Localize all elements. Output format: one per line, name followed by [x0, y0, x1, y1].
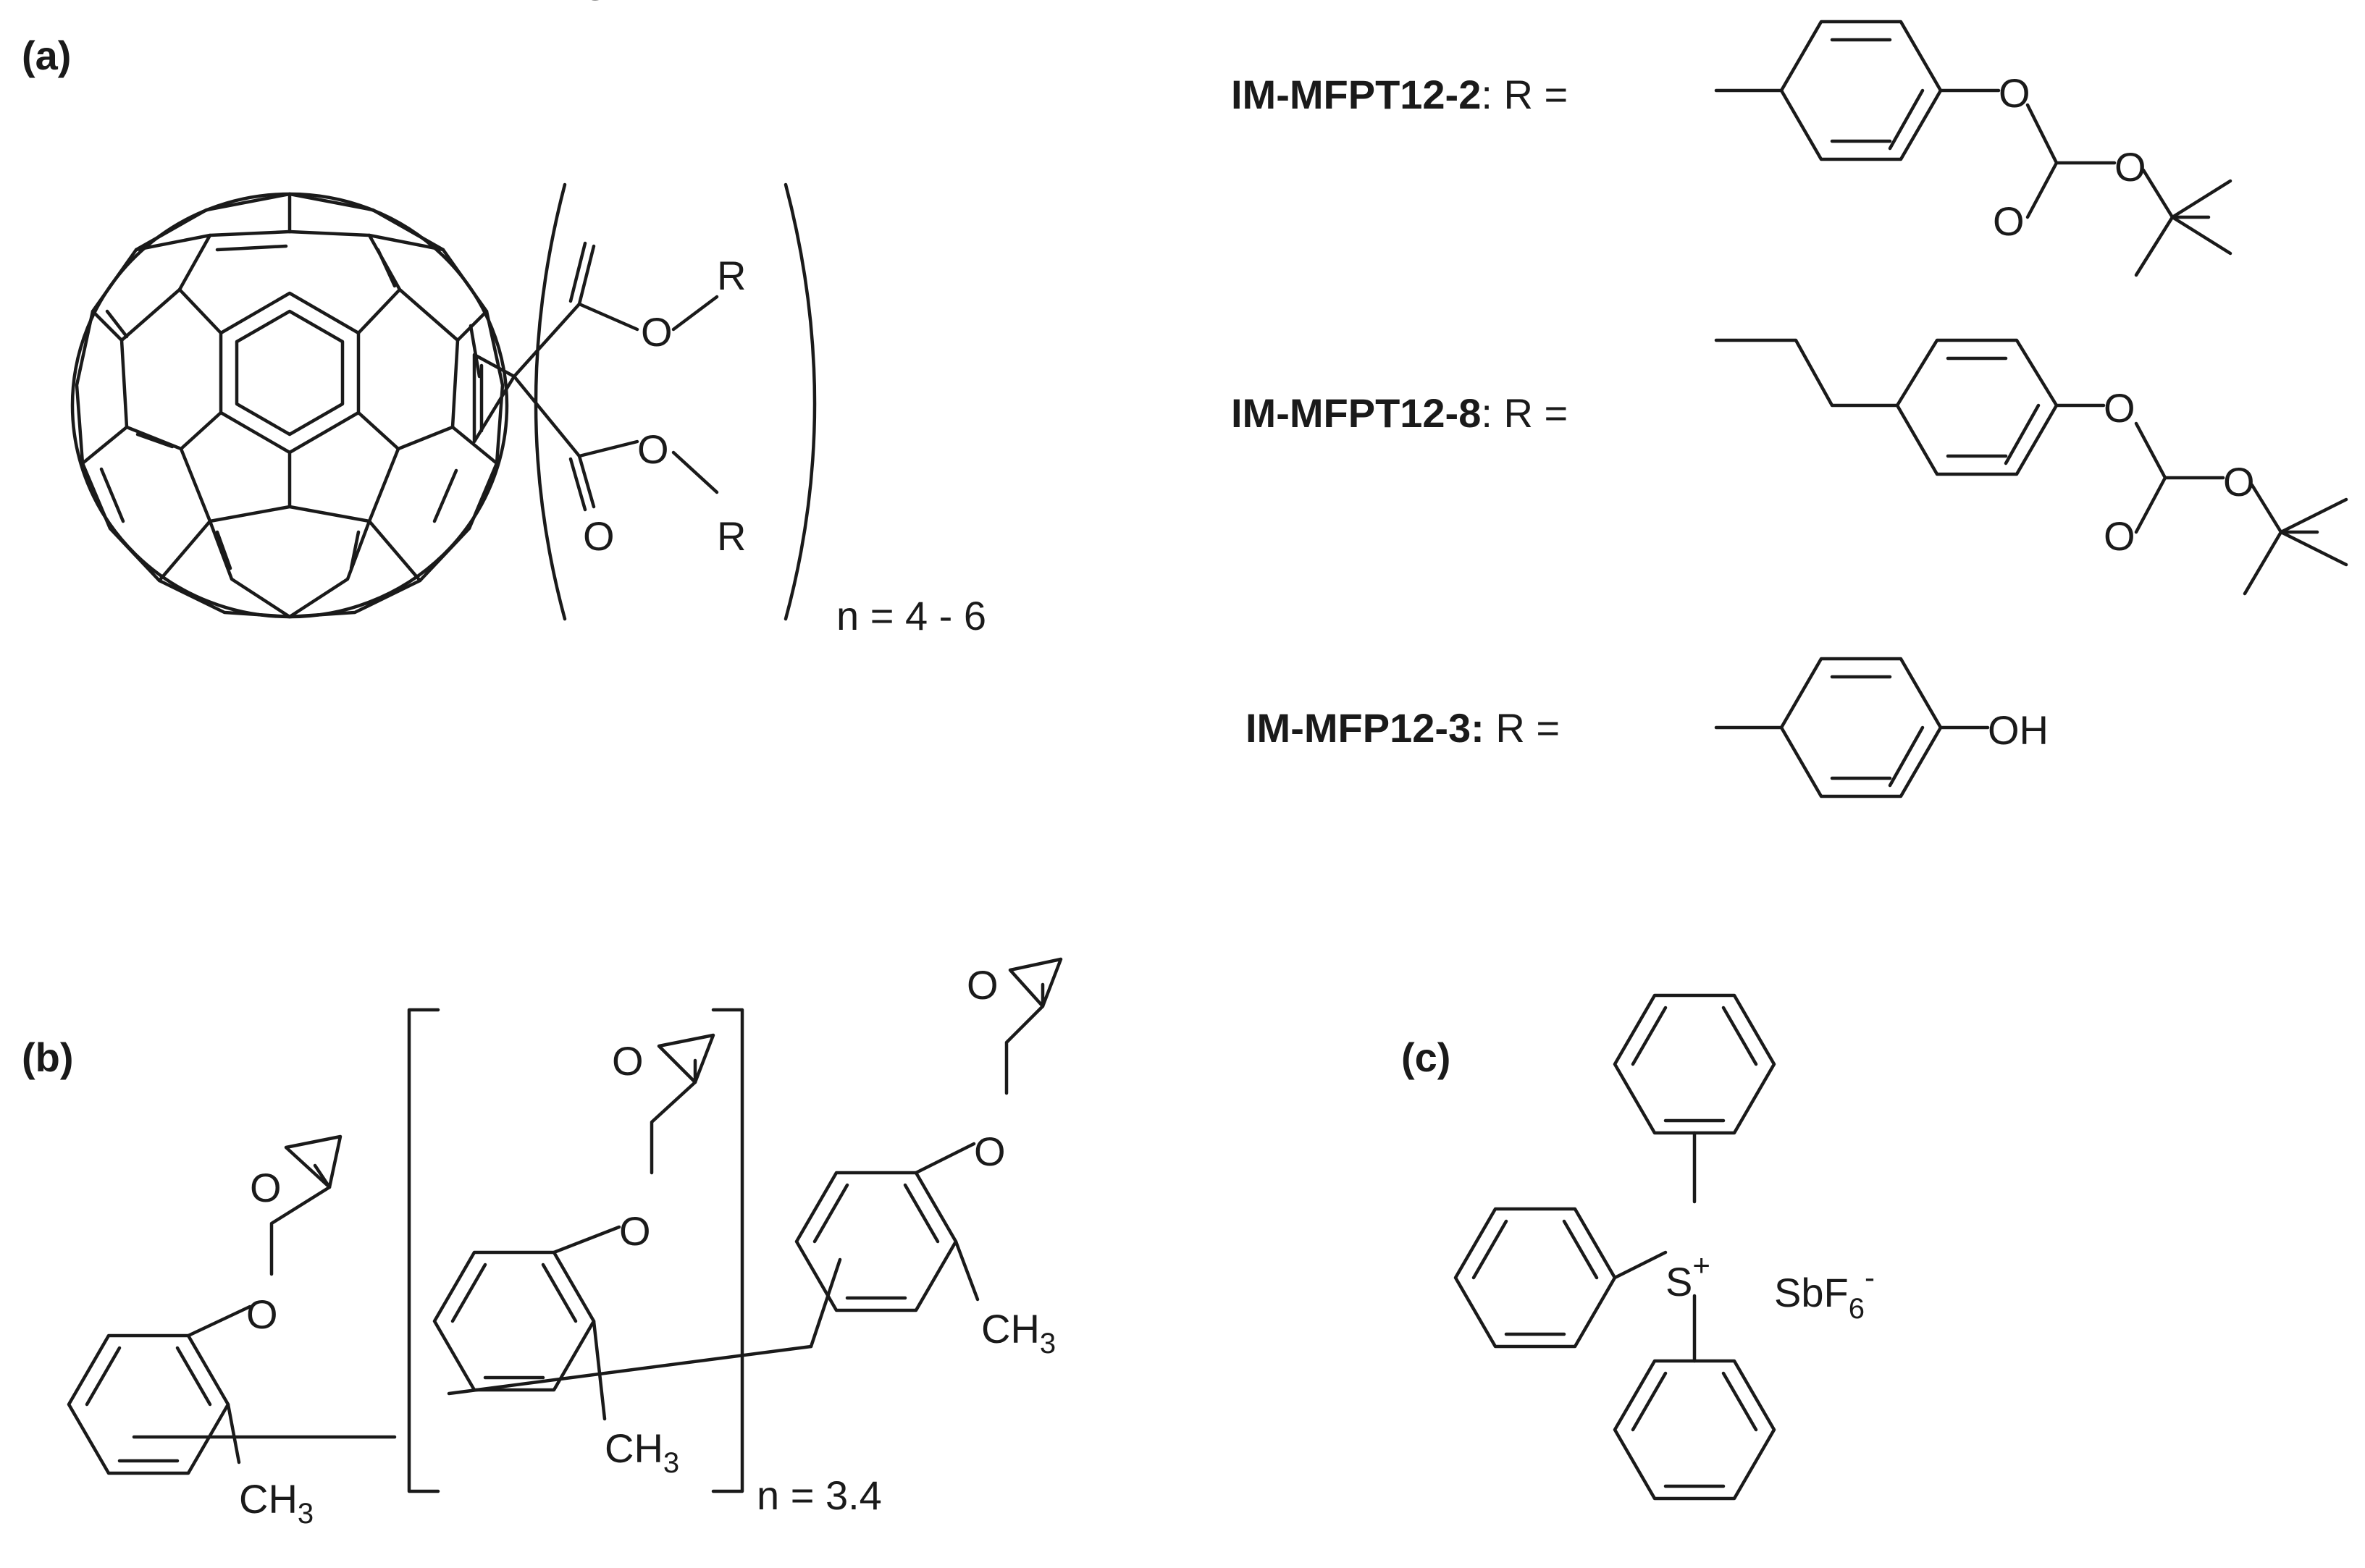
panel-a-label: (a) [22, 33, 71, 78]
fullerene-double-bonds [99, 244, 482, 570]
malonate-ester-bottom [512, 374, 719, 512]
compound-r-label: R = [1484, 705, 1560, 751]
novolac-unit-middle [432, 1033, 813, 1421]
hexafluoroantimonate-subscript: 6 [1849, 1293, 1865, 1325]
fullerene-inner-hexagon [219, 291, 361, 455]
left-methyl-subscript: 3 [298, 1498, 314, 1530]
compound-1-carbonyl-oxygen: O [1993, 198, 2025, 244]
triphenylsulfonium-cation [1453, 993, 1776, 1501]
middle-methyl-subscript: 3 [663, 1447, 679, 1479]
compound-3-structure [1714, 657, 1990, 798]
ester-bottom-carbonyl-oxygen: O [583, 513, 615, 559]
right-methyl-subscript: 3 [1040, 1328, 1056, 1360]
compound-1-structure [1714, 20, 2232, 277]
compound-2-ester-oxygen: O [2223, 459, 2255, 505]
compound-r-label: : R = [1481, 390, 1568, 436]
svg-text:IM-MFPT12-8: R =: IM-MFPT12-8: R = [1231, 390, 1568, 436]
panel-b-label: (b) [22, 1034, 74, 1080]
repeat-count-a: n = 4 - 6 [836, 593, 986, 638]
compound-2-ether-oxygen: O [2104, 385, 2135, 431]
svg-text:S+: S+ [1665, 1248, 1710, 1304]
ester-top-ether-oxygen: O [641, 309, 673, 355]
panel-a: (a) [22, 0, 2348, 798]
ester-bottom-ether-oxygen: O [637, 426, 669, 472]
left-methyl: CH [239, 1476, 298, 1522]
compound-name: IM-MFPT12-2 [1231, 72, 1481, 117]
compound-r-label: : R = [1481, 72, 1568, 117]
compound-2-carbonyl-oxygen: O [2104, 513, 2135, 559]
repeat-count-b: n = 3.4 [757, 1472, 882, 1518]
malonate-ester-top [512, 241, 719, 379]
hexafluoroantimonate-charge: - [1865, 1260, 1875, 1294]
middle-methyl: CH [605, 1425, 663, 1471]
svg-text:SbF6-: SbF6- [1774, 1260, 1875, 1325]
svg-text:IM-MFPT12-2: R =: IM-MFPT12-2: R = [1231, 72, 1568, 117]
svg-text:IM-MFP12-3: R =: IM-MFP12-3: R = [1245, 705, 1560, 751]
ester-top-r-group: R [717, 253, 746, 298]
fullerene-c60 [70, 192, 509, 619]
novolac-unit-right [794, 957, 1063, 1349]
svg-text:CH3: CH3 [981, 1306, 1056, 1360]
fullerene-outer-ring [75, 192, 505, 619]
svg-text:CH3: CH3 [605, 1425, 679, 1479]
svg-text:CH3: CH3 [239, 1476, 314, 1530]
compound-im-mfpt12-8: IM-MFPT12-8: R = O O O [1231, 338, 2348, 596]
right-ether-oxygen: O [974, 1129, 1006, 1174]
sulfonium-symbol: S [1665, 1259, 1692, 1304]
panel-c: (c) S+ SbF6- [1401, 993, 1875, 1501]
middle-ether-oxygen: O [619, 1208, 651, 1254]
middle-epoxide-oxygen: O [612, 1038, 644, 1084]
ester-top-carbonyl-oxygen: O [579, 0, 611, 9]
left-epoxide-oxygen: O [250, 1165, 282, 1210]
right-epoxide-oxygen: O [967, 962, 999, 1008]
ester-bottom-r-group: R [717, 513, 746, 559]
sulfonium-charge: + [1692, 1248, 1710, 1282]
novolac-unit-left [67, 1134, 397, 1475]
hexafluoroantimonate-symbol: SbF [1774, 1270, 1849, 1315]
repeat-brackets-b [407, 1008, 744, 1493]
compound-2-structure [1714, 338, 2348, 596]
compound-im-mfpt12-2: IM-MFPT12-2: R = O O O [1231, 20, 2232, 277]
compound-1-ester-oxygen: O [2114, 144, 2146, 190]
cyclopropane-bridge [472, 353, 516, 444]
compound-name: IM-MFPT12-8 [1231, 390, 1481, 436]
right-methyl: CH [981, 1306, 1040, 1352]
panel-c-label: (c) [1401, 1034, 1450, 1080]
compound-name: IM-MFP12-3: [1245, 705, 1484, 751]
compound-im-mfp12-3: IM-MFP12-3: R = OH [1245, 657, 2049, 798]
fullerene-inner-faces [80, 192, 499, 619]
left-ether-oxygen: O [246, 1291, 278, 1337]
compound-3-hydroxyl: OH [1988, 707, 2049, 753]
compound-1-ether-oxygen: O [1999, 70, 2030, 116]
panel-b: (b) O O CH3 O O CH3 n = 3.4 [22, 957, 1063, 1530]
repeat-parentheses-a [534, 182, 817, 621]
